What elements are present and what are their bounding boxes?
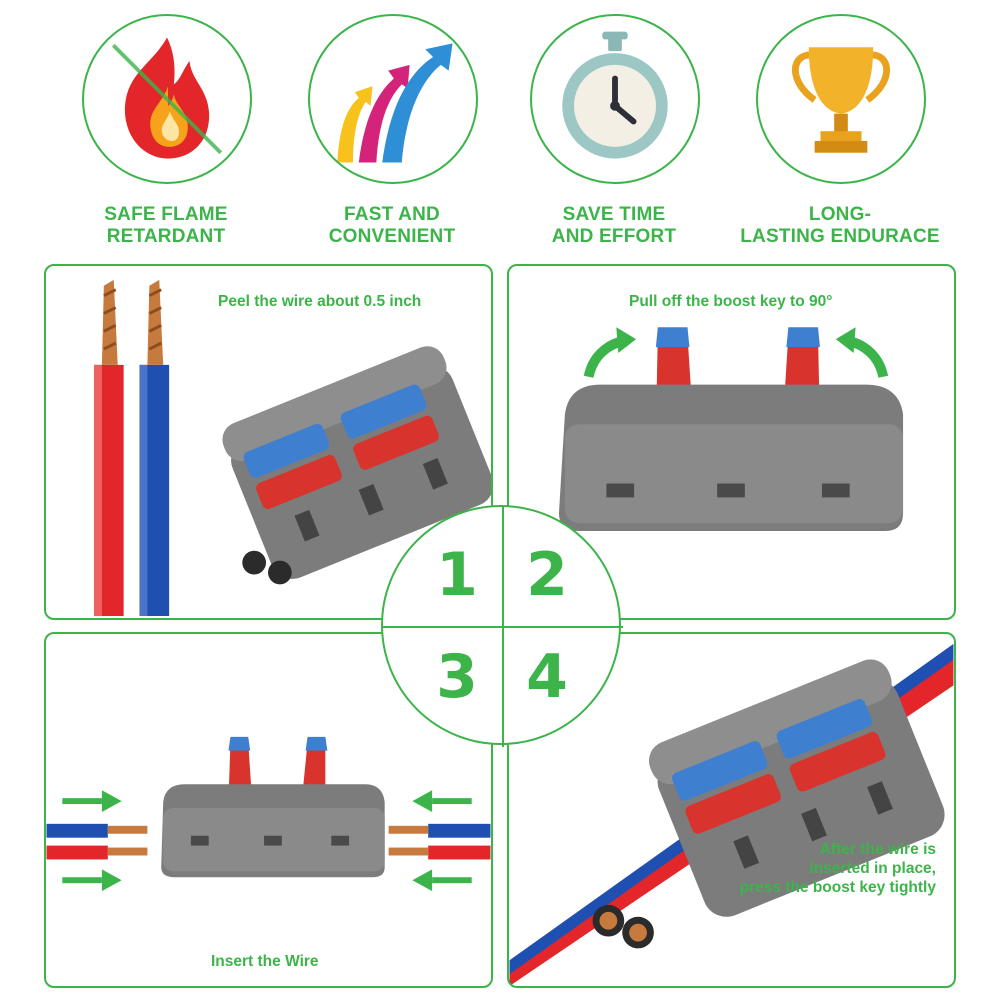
curved-arrow-right-icon — [835, 327, 889, 378]
step-number-4: 4 — [526, 642, 568, 712]
step-2-panel: Pull off the boost key to 90° — [507, 264, 956, 620]
arrow-left-icon — [412, 869, 472, 892]
step-number-2: 2 — [526, 540, 568, 610]
rising-arrows-icon — [337, 43, 453, 163]
feature-label: LONG-LASTING ENDURACE — [740, 204, 940, 247]
step-number-circle: 1 2 3 4 — [381, 505, 623, 747]
arrow-left-icon — [412, 790, 472, 812]
feature-icon-ring — [308, 14, 478, 184]
step-2-illustration — [558, 327, 904, 531]
feature-long-lasting: LONG-LASTING ENDURACE — [730, 14, 950, 254]
feature-icon-ring — [530, 14, 700, 184]
divider — [383, 626, 623, 628]
step-3-panel: Insert the Wire — [44, 632, 493, 988]
feature-icon-ring — [82, 14, 252, 184]
arrow-right-icon — [62, 869, 122, 892]
no-flame-icon — [111, 37, 223, 159]
arrow-right-icon — [62, 790, 122, 812]
curved-arrow-left-icon — [583, 327, 637, 378]
trophy-icon — [791, 47, 891, 153]
step-2-caption: Pull off the boost key to 90° — [629, 293, 833, 310]
step-4-panel: After the wire is inserted in place, pre… — [507, 632, 956, 988]
step-number-1: 1 — [436, 540, 478, 610]
step-number-3: 3 — [436, 642, 478, 712]
step-4-illustration — [509, 643, 954, 986]
stopwatch-icon — [562, 31, 668, 159]
step-4-caption: After the wire is inserted in place, pre… — [739, 841, 936, 896]
step-1-caption: Peel the wire about 0.5 inch — [218, 293, 422, 310]
step-1-panel: Peel the wire about 0.5 inch — [44, 264, 493, 620]
step-1-illustration — [93, 279, 491, 617]
step-3-caption: Insert the Wire — [211, 953, 319, 970]
feature-icon-ring — [756, 14, 926, 184]
step-3-illustration — [46, 736, 491, 892]
